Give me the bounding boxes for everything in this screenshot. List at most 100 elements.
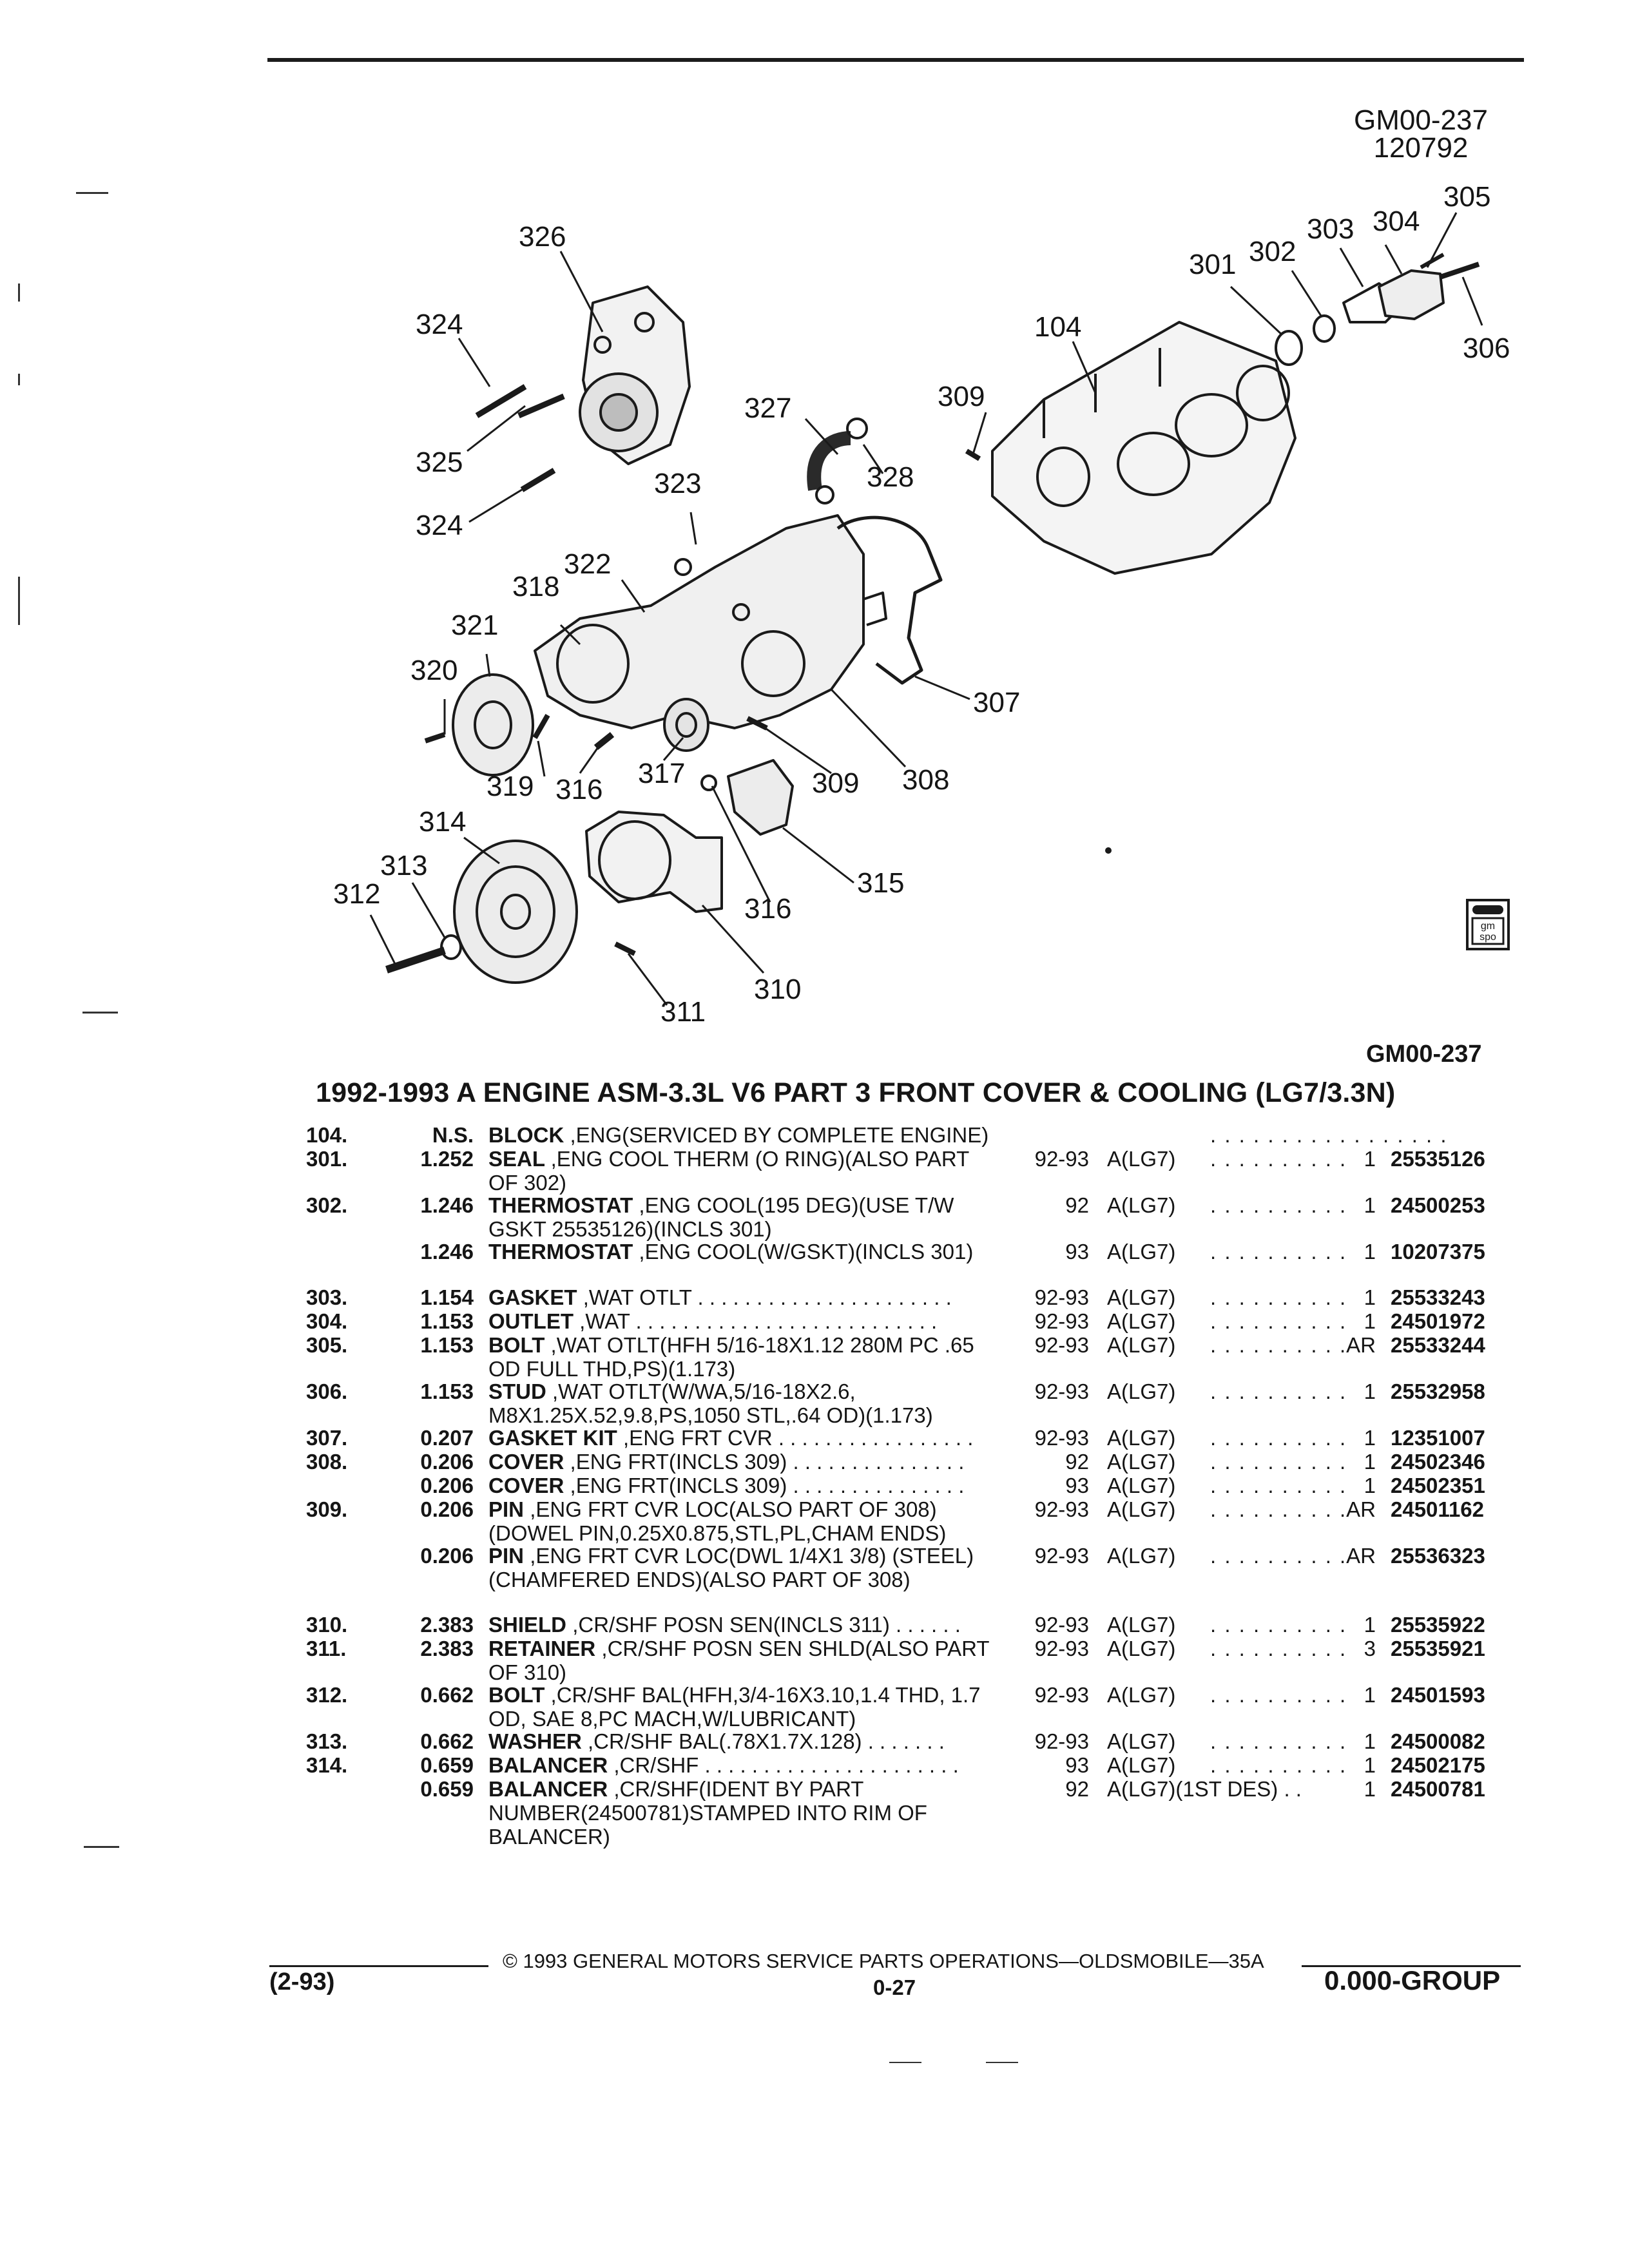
part-model: A(LG7)	[1107, 1474, 1176, 1497]
part-leader-dots: . . . . . . . . . .	[1210, 1333, 1347, 1357]
part-leader-dots: . . . . . . . . . .	[1210, 1450, 1347, 1474]
part-description: SHIELD ,CR/SHF POSN SEN(INCLS 311) . . .…	[488, 1613, 1004, 1637]
part-leader-dots: . . . . . . . . . .	[1210, 1637, 1347, 1660]
part-description: BALANCER ,CR/SHF(IDENT BY PART NUMBER(24…	[488, 1777, 1004, 1849]
footer-rule-left	[269, 1965, 488, 1967]
callout-305: 305	[1443, 181, 1490, 213]
part-number: 24500082	[1391, 1729, 1485, 1753]
part-model: A(LG7)	[1107, 1544, 1176, 1568]
hose-327-clamp-328	[807, 418, 868, 505]
part-years: 92-93	[1034, 1613, 1089, 1637]
bracket-bolts-324-325	[475, 384, 565, 492]
figure-id-bottom: GM00-237	[1366, 1041, 1482, 1068]
scan-mark	[889, 2062, 921, 2063]
top-rule	[267, 58, 1524, 62]
part-leader-dots: . . . . . . . . . .	[1210, 1285, 1347, 1309]
part-leader-dots: . . . . . . . . . .	[1210, 1309, 1347, 1333]
part-group-number: 2.383	[420, 1637, 474, 1660]
part-years: 92-93	[1034, 1426, 1089, 1450]
front-cover-308-water-pump-318	[534, 514, 887, 729]
scan-mark	[84, 1846, 119, 1848]
part-detail: ,ENG(SERVICED BY COMPLETE ENGINE)	[570, 1123, 989, 1147]
callout-313: 313	[380, 850, 427, 881]
callout-309-upper: 309	[938, 381, 985, 412]
part-ref-number: 302.	[306, 1193, 348, 1217]
part-detail: ,ENG FRT CVR LOC(ALSO PART OF 308) (DOWE…	[488, 1497, 947, 1545]
part-name: COVER	[488, 1450, 564, 1474]
power-steering-bracket-326	[579, 285, 691, 465]
part-group-number: 1.153	[420, 1379, 474, 1403]
part-detail: ,ENG FRT(INCLS 309) . . . . . . . . . . …	[570, 1474, 965, 1497]
callout-316: 316	[555, 774, 602, 805]
part-ref-number: 301.	[306, 1147, 348, 1171]
part-ref-number: 311.	[306, 1637, 347, 1660]
part-detail: ,WAT OTLT(HFH 5/16-18X1.12 280M PC .65 O…	[488, 1333, 974, 1381]
part-quantity: 1	[1364, 1379, 1376, 1403]
part-description: RETAINER ,CR/SHF POSN SEN SHLD(ALSO PART…	[488, 1637, 1004, 1684]
part-name: SEAL	[488, 1147, 545, 1171]
footer-group: 0.000-GROUP	[1324, 1965, 1501, 1995]
part-name: BOLT	[488, 1333, 545, 1357]
scan-mark	[18, 374, 20, 385]
part-name: THERMOSTAT	[488, 1240, 633, 1264]
part-model: A(LG7)	[1107, 1379, 1176, 1403]
part-ref-number: 304.	[306, 1309, 348, 1333]
part-quantity: 1	[1364, 1729, 1376, 1753]
part-model: A(LG7)	[1107, 1450, 1176, 1474]
part-quantity: AR	[1346, 1497, 1376, 1521]
part-number: 24500253	[1391, 1193, 1485, 1217]
part-leader-dots: . . . . . . . . . . . . . . . . .	[1210, 1123, 1448, 1147]
part-years: 92-93	[1034, 1285, 1089, 1309]
sensor-shield-310	[585, 811, 723, 913]
part-group-number: 1.154	[420, 1285, 474, 1309]
part-detail: ,WAT OTLT . . . . . . . . . . . . . . . …	[583, 1285, 952, 1309]
part-quantity: 1	[1364, 1147, 1376, 1171]
part-model: A(LG7)	[1107, 1497, 1176, 1521]
part-years: 92-93	[1034, 1683, 1089, 1707]
part-detail: ,ENG COOL(W/GSKT)(INCLS 301)	[639, 1240, 974, 1264]
part-ref-number: 305.	[306, 1333, 348, 1357]
callout-321: 321	[451, 610, 498, 641]
part-model: A(LG7)	[1107, 1613, 1176, 1637]
part-name: PIN	[488, 1497, 525, 1521]
part-detail: ,CR/SHF BAL(HFH,3/4-16X3.10,1.4 THD, 1.7…	[488, 1683, 981, 1731]
part-description: COVER ,ENG FRT(INCLS 309) . . . . . . . …	[488, 1450, 1004, 1474]
part-name: BLOCK	[488, 1123, 564, 1147]
part-leader-dots: . . . . . . . . . .	[1210, 1147, 1347, 1171]
callout-309: 309	[812, 767, 859, 799]
bolt-319	[532, 714, 550, 739]
part-ref-number: 308.	[306, 1450, 348, 1474]
callout-315: 315	[857, 867, 904, 899]
part-ref-number: 314.	[306, 1753, 348, 1777]
part-detail: ,ENG FRT(INCLS 309) . . . . . . . . . . …	[570, 1450, 965, 1474]
part-leader-dots: . . . . . . . . . .	[1210, 1497, 1347, 1521]
speck-mark	[1105, 847, 1112, 854]
part-group-number: 1.252	[420, 1147, 474, 1171]
part-number: 24502175	[1391, 1753, 1485, 1777]
dowel-pin-309-upper	[965, 448, 981, 461]
part-leader-dots: . . . . . . . . . .	[1210, 1613, 1347, 1637]
part-group-number: 0.662	[420, 1683, 474, 1707]
part-group-number: 0.207	[420, 1426, 474, 1450]
part-description: SEAL ,ENG COOL THERM (O RING)(ALSO PART …	[488, 1147, 1004, 1195]
part-ref-number: 104.	[306, 1123, 348, 1147]
page-title: 1992-1993 A ENGINE ASM-3.3L V6 PART 3 FR…	[316, 1077, 1396, 1108]
part-quantity: AR	[1346, 1544, 1376, 1568]
callout-312: 312	[333, 878, 380, 910]
callout-304: 304	[1373, 206, 1420, 237]
part-detail: ,CR/SHF POSN SEN(INCLS 311) . . . . . .	[572, 1613, 961, 1637]
part-name: SHIELD	[488, 1613, 567, 1637]
part-years: 92-93	[1034, 1333, 1089, 1357]
part-number: 10207375	[1391, 1240, 1485, 1264]
part-detail: ,ENG FRT CVR . . . . . . . . . . . . . .…	[623, 1426, 974, 1450]
part-quantity: 1	[1364, 1613, 1376, 1637]
callout-325: 325	[416, 447, 463, 478]
part-number: 25533243	[1391, 1285, 1485, 1309]
part-group-number: 1.153	[420, 1333, 474, 1357]
part-ref-number: 310.	[306, 1613, 348, 1637]
part-leader-dots: . . . . . . . . . .	[1210, 1379, 1347, 1403]
part-quantity: AR	[1346, 1333, 1376, 1357]
part-number: 24501593	[1391, 1683, 1485, 1707]
exploded-parts-diagram: 326 324 325 324 327 328 323 322 318 321 …	[333, 181, 1510, 1028]
part-years: 92-93	[1034, 1637, 1089, 1660]
